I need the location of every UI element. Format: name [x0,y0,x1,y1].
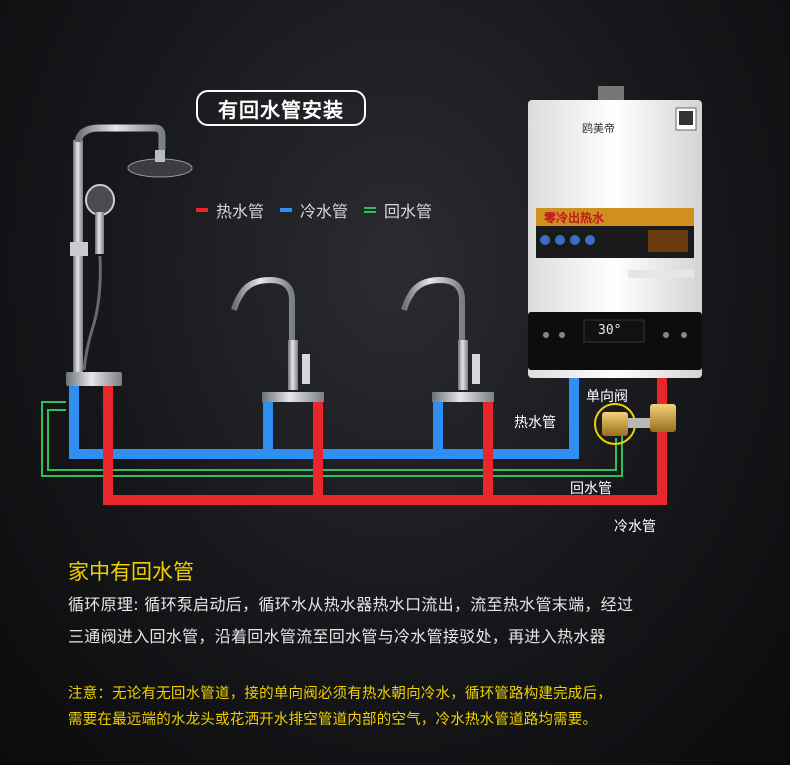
legend-hot: 热水管 [196,198,264,222]
three-way-valve [628,404,676,432]
faucet-2 [404,280,494,402]
principle-line-2: 三通阀进入回水管，沿着回水管流至回水管与冷水管接驳处，再进入热水器 [68,623,606,647]
heater-display: 30° [598,323,621,338]
heater-brand: 鸥美帝 [582,120,615,136]
faucet-1 [234,280,324,402]
legend-return-label: 回水管 [384,198,432,222]
legend-return-swatch [364,207,376,213]
note-line-2: 需要在最远端的水龙头或花洒开水排空管道内部的空气，冷水热水管道路均需要。 [68,708,597,729]
legend-cold-label: 冷水管 [300,198,348,222]
check-valve-label: 单向阀 [586,386,628,406]
cold-water-pipes [74,378,574,454]
note-line-1: 注意：无论有无回水管道，接的单向阀必须有热水朝向冷水，循环管路构建完成后， [68,682,612,703]
return-pipe-label: 回水管 [570,478,612,498]
legend-hot-swatch [196,208,208,212]
legend: 热水管 冷水管 回水管 [196,198,440,222]
legend-hot-label: 热水管 [216,198,264,222]
hot-pipe-label: 热水管 [514,412,556,432]
legend-cold-swatch [280,208,292,212]
legend-cold: 冷水管 [280,198,348,222]
page-title: 有回水管安装 [196,90,366,126]
legend-return: 回水管 [364,198,432,222]
cold-pipe-label: 冷水管 [614,516,656,536]
principle-line-1: 循环原理: 循环泵启动后，循环水从热水器热水口流出，流至热水管末端，经过 [68,591,633,615]
shower-set [66,128,192,386]
section-heading: 家中有回水管 [68,556,194,586]
heater-banner: 零冷出热水 [544,209,604,226]
